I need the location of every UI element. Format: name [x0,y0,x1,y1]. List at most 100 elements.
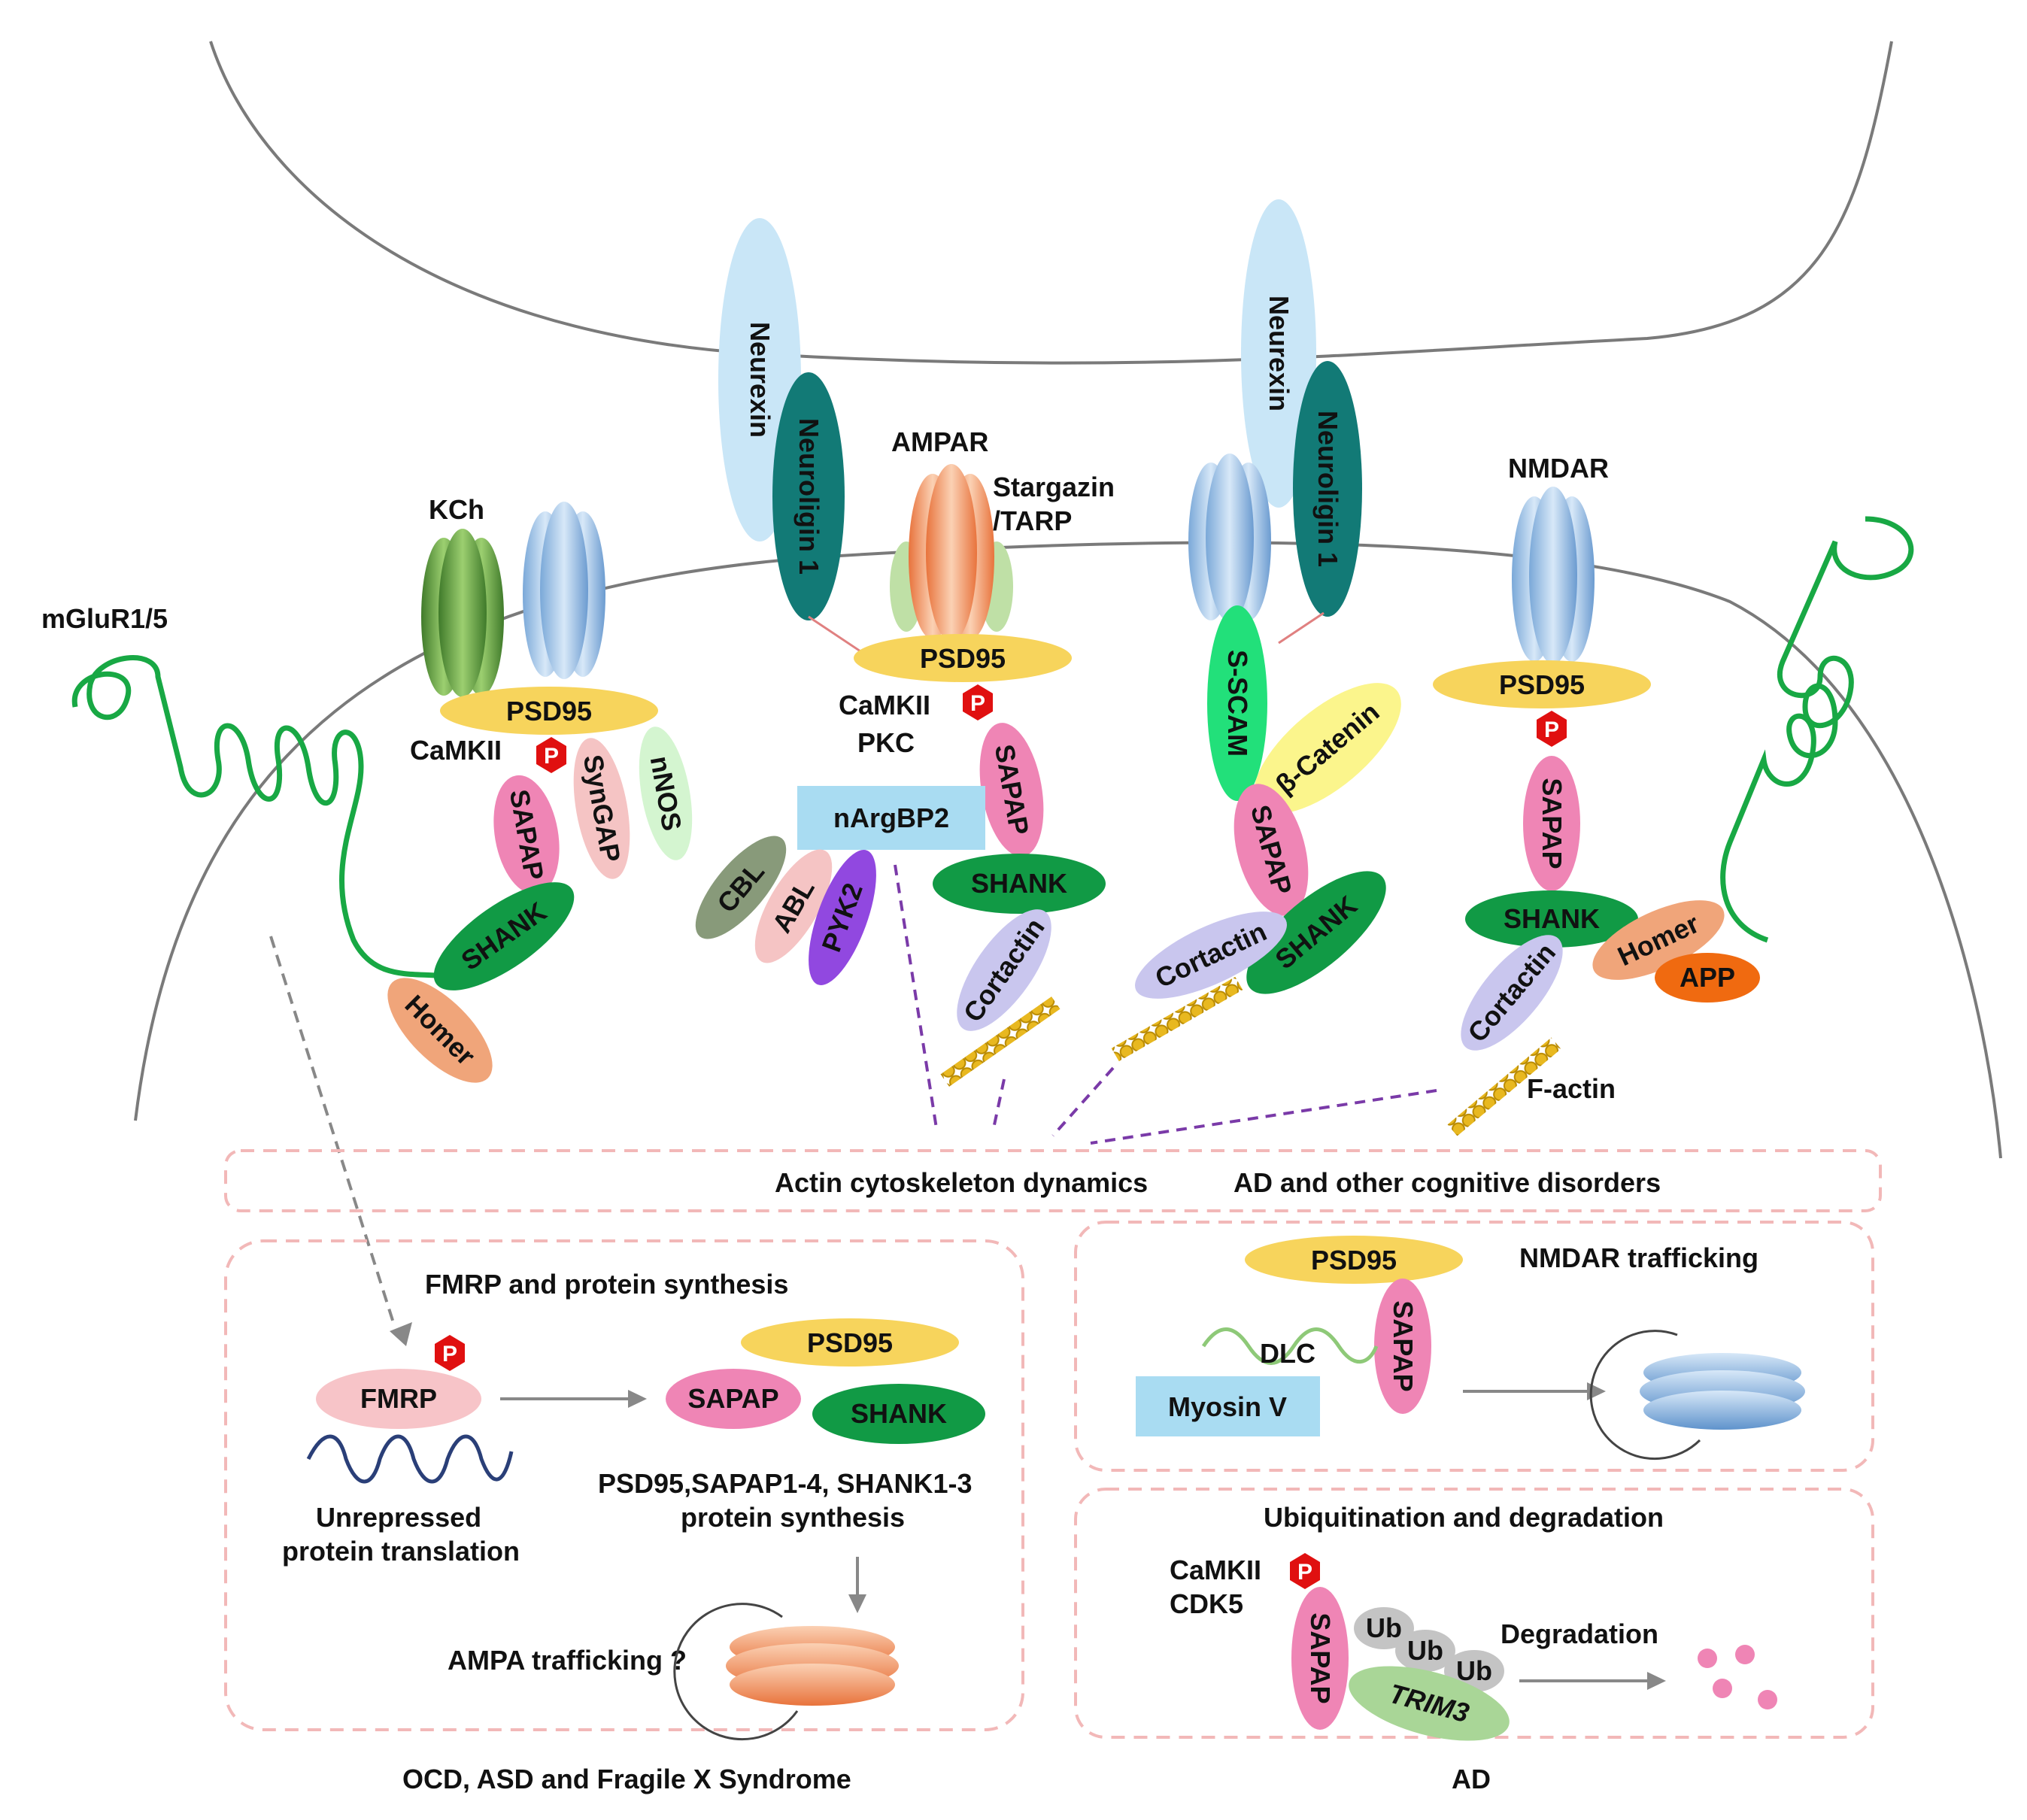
phospho-col4-label: P [1544,717,1559,742]
nmdar-horizontal [1640,1353,1805,1430]
neuroligin-right-label: Neuroligin 1 [1312,411,1343,567]
phospho-fmrp-label: P [442,1342,457,1367]
nnos: nNOS [639,726,693,860]
neurexin-right-label: Neurexin [1264,296,1294,411]
sscam-label: S-SCAM [1222,650,1253,757]
shank-col4: SHANK [1465,890,1638,948]
fmrp-label: FMRP [360,1383,437,1414]
sapap-col1: SAPAP [493,775,560,895]
shank-col4-label: SHANK [1504,903,1600,934]
pkc-col2-label: PKC [857,727,915,758]
ubiquitination-title: Ubiquitination and degradation [1264,1502,1664,1533]
nmdar-channel [1512,487,1595,664]
cdk5-label: CDK5 [1170,1588,1243,1619]
phospho-col1: P [536,737,566,773]
tarp-label: /TARP [993,505,1072,536]
synthesis-label-2: protein synthesis [681,1502,905,1533]
psd95-fmrp: PSD95 [741,1318,959,1367]
neuroligin-left: Neuroligin 1 [772,372,845,620]
ub-2-label: Ub [1407,1635,1443,1666]
fmrp-footer-label: OCD, ASD and Fragile X Syndrome [402,1764,851,1794]
camkii-col2-label: CaMKII [839,690,930,720]
sapap-col3: SAPAP [1233,784,1309,916]
postsynaptic-membrane [134,541,2002,1159]
kch-label: KCh [429,494,484,525]
nargbp2-label: nArgBP2 [833,802,949,833]
sapap-nmdar-label: SAPAP [1388,1300,1419,1391]
phospho-fmrp: P [435,1335,465,1371]
actin-dynamics-box [224,1149,1882,1212]
shank-col2-label: SHANK [971,868,1067,899]
fmrp-box-title: FMRP and protein synthesis [425,1269,788,1300]
ampa-receptor-horizontal [726,1626,899,1706]
factin-label: F-actin [1527,1073,1616,1104]
ub-1-label: Ub [1366,1612,1402,1643]
receptor-blue-2 [1188,453,1271,622]
ad-footer-label: AD [1452,1764,1491,1794]
sapap-ubiq: SAPAP [1291,1587,1349,1730]
synthesis-label-1: PSD95,SAPAP1-4, SHANK1-3 [598,1468,973,1499]
nmdar-trafficking-title: NMDAR trafficking [1519,1242,1758,1273]
shank-fmrp-label: SHANK [851,1398,947,1429]
sapap-fmrp: SAPAP [666,1369,801,1429]
ampa-trafficking-label: AMPA trafficking ? [448,1645,687,1676]
phospho-col2: P [963,684,993,720]
presynaptic-membrane [209,41,1893,365]
degradation-fragments [1698,1645,1777,1709]
vesicle-nmdar [1589,1330,1701,1461]
dlc-wave [1201,1327,1379,1365]
phospho-col2-label: P [970,691,985,716]
actin-col3 [1111,976,1243,1062]
vesicle-ampa [673,1603,799,1741]
myosin-v-label: Myosin V [1168,1391,1287,1422]
ampar-channel [890,464,1013,642]
psd95-fmrp-label: PSD95 [807,1327,893,1358]
sapap-fmrp-label: SAPAP [687,1383,778,1414]
psd95-col1: PSD95 [440,687,658,735]
sapap-col2: SAPAP [979,723,1044,857]
sapap-col4-label: SAPAP [1537,778,1567,869]
fmrp-box [224,1239,1024,1731]
camkii-ubiq-label: CaMKII [1170,1555,1261,1585]
receptor-blue-1 [523,502,605,679]
stargazin-label: Stargazin [993,472,1115,502]
phospho-ubiq: P [1290,1553,1320,1589]
camkii-col1-label: CaMKII [410,735,502,766]
trim3: TRIM3 [1349,1666,1510,1741]
psd95-col1-label: PSD95 [506,696,592,726]
shank-col2: SHANK [933,854,1106,914]
unrepressed-label-1: Unrepressed [316,1502,481,1533]
phospho-col1-label: P [544,744,559,769]
cortactin-col2: Cortactin [957,909,1051,1031]
actin-col2 [940,996,1061,1087]
sapap-ubiq-label: SAPAP [1305,1612,1336,1703]
shank-col1: SHANK [433,882,575,990]
ub-1: Ub [1354,1607,1414,1649]
mglur-left [71,655,452,981]
ampar-label: AMPAR [891,426,988,457]
neuroligin-right: Neuroligin 1 [1293,361,1362,617]
sapap-nmdar: SAPAP [1374,1279,1431,1414]
psd95-col2-label: PSD95 [920,643,1006,674]
app: APP [1655,953,1760,1003]
shank-fmrp: SHANK [812,1384,985,1444]
actin-dynamics-label: Actin cytoskeleton dynamics [775,1167,1148,1198]
app-label: APP [1680,962,1735,993]
mglur-label: mGluR1/5 [41,603,168,634]
myosin-v: Myosin V [1136,1376,1320,1436]
degradation-label: Degradation [1501,1618,1658,1649]
unrepressed-label-2: protein translation [282,1536,520,1567]
ub-2: Ub [1395,1630,1455,1672]
ub-3-label: Ub [1456,1655,1492,1686]
psd95-nmdar-label: PSD95 [1311,1245,1397,1276]
neurexin-left-label: Neurexin [745,322,775,438]
psd95-col2: PSD95 [854,634,1072,682]
sapap-col4: SAPAP [1523,756,1580,891]
psd95-col4-label: PSD95 [1499,669,1585,700]
sscam: S-SCAM [1207,605,1267,801]
neuroligin-left-label: Neuroligin 1 [794,418,824,575]
psd95-col4: PSD95 [1433,660,1651,708]
phospho-ubiq-label: P [1297,1560,1312,1585]
psd95-nmdar: PSD95 [1245,1236,1463,1284]
